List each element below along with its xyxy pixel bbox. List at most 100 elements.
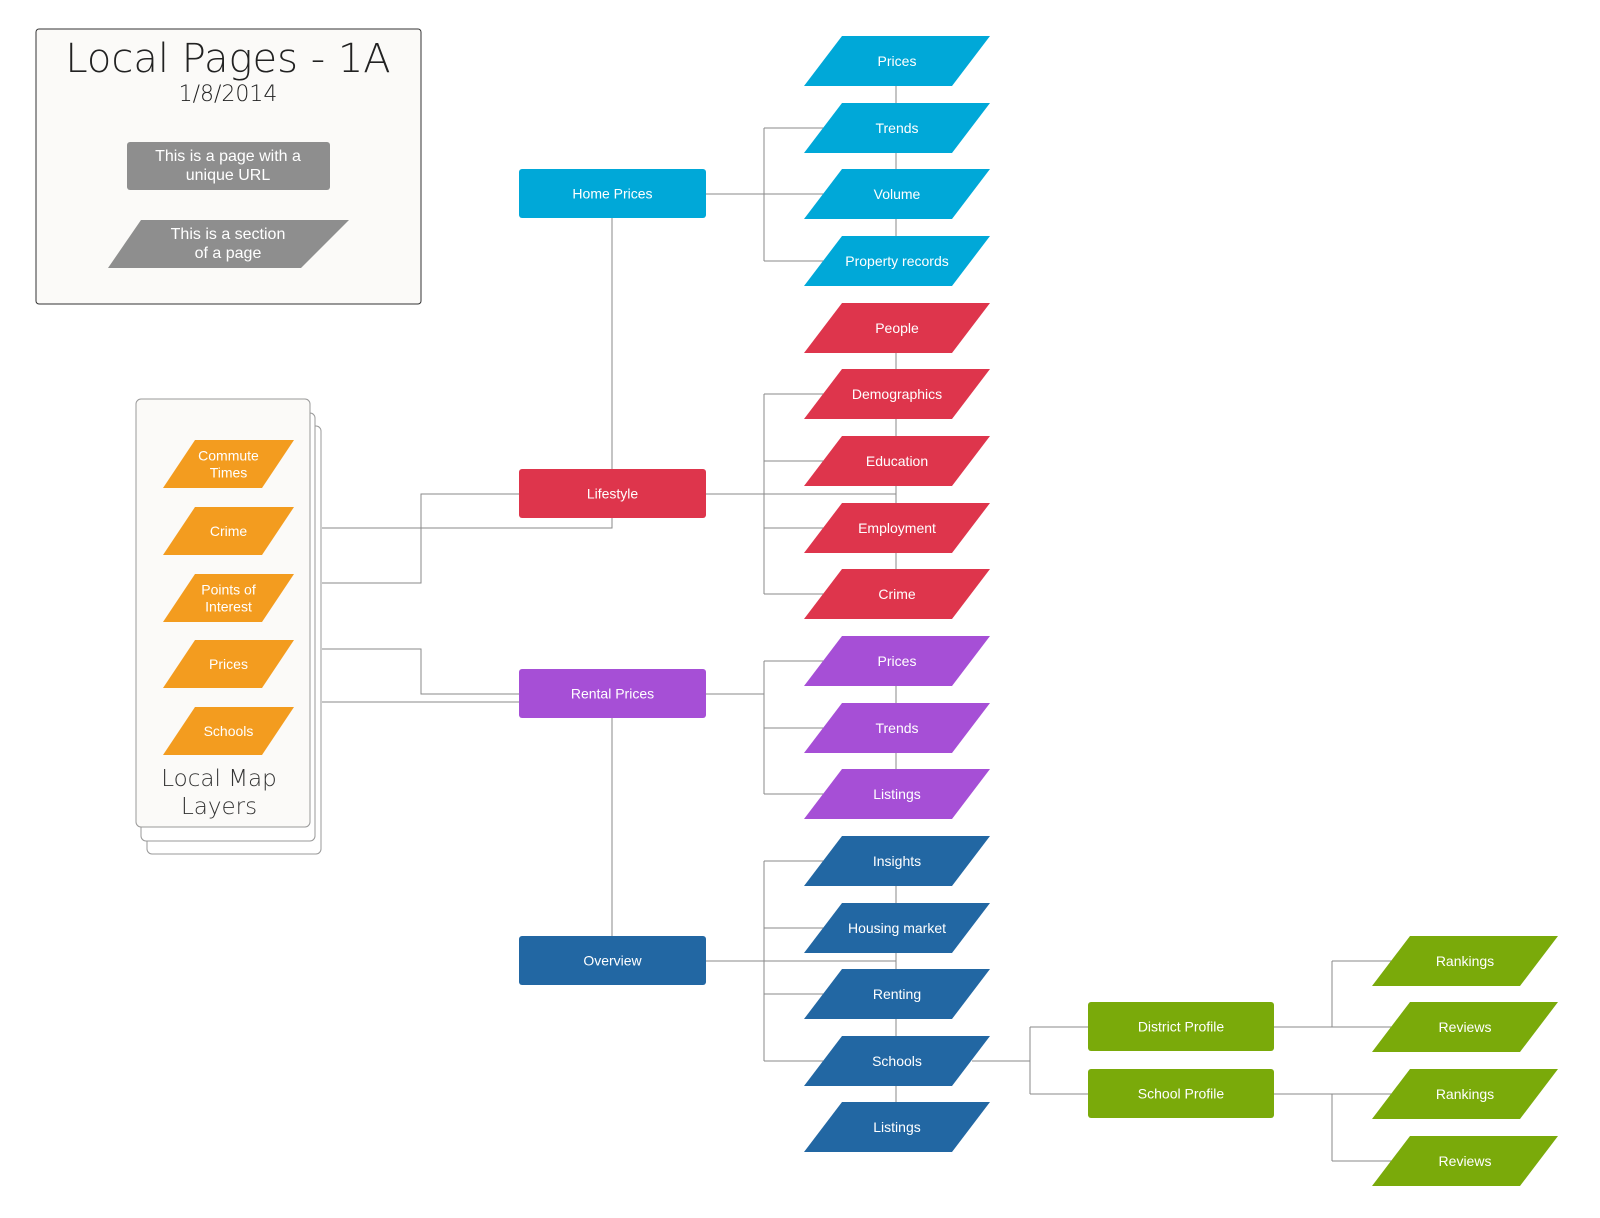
map-layer-prices[interactable]: Prices [163, 640, 294, 688]
section-node-shape [1372, 936, 1558, 986]
section-node-label: Reviews [1439, 1019, 1492, 1035]
page-node-shape [519, 469, 706, 518]
section-node-label: Schools [204, 723, 254, 739]
section-node-label: People [875, 320, 919, 336]
page-node-shape [519, 669, 706, 718]
section-node-label: Education [866, 453, 928, 469]
legend-title: Local Pages - 1A [65, 36, 390, 82]
page-node-label: Home Prices [572, 186, 652, 202]
section-district-profile-rankings[interactable]: Rankings [1372, 936, 1558, 986]
section-home-prices-trends[interactable]: Trends [804, 103, 990, 153]
section-node-shape [804, 769, 990, 819]
section-lifestyle-demographics[interactable]: Demographics [804, 369, 990, 419]
page-overview[interactable]: Overview [519, 936, 706, 985]
section-node-shape [163, 707, 294, 755]
section-node-label: Listings [873, 786, 920, 802]
section-node-shape [1372, 1069, 1558, 1119]
section-node-shape [804, 36, 990, 86]
section-node-label: Employment [858, 520, 936, 536]
section-lifestyle-crime[interactable]: Crime [804, 569, 990, 619]
section-rental-prices-listings[interactable]: Listings [804, 769, 990, 819]
section-node-label: Prices [209, 656, 248, 672]
section-node-shape [1372, 1002, 1558, 1052]
page-lifestyle[interactable]: Lifestyle [519, 469, 706, 518]
map-layer-crime[interactable]: Crime [163, 507, 294, 555]
section-node-label: Trends [875, 120, 918, 136]
section-node-label: Insights [873, 853, 921, 869]
section-node-label: Rankings [1436, 1086, 1494, 1102]
section-node-label: Listings [873, 1119, 920, 1135]
page-rental-prices[interactable]: Rental Prices [519, 669, 706, 718]
section-node-shape [804, 903, 990, 953]
section-overview-renting[interactable]: Renting [804, 969, 990, 1019]
page-node-shape [1088, 1069, 1274, 1118]
section-district-profile-reviews[interactable]: Reviews [1372, 1002, 1558, 1052]
page-node-shape [519, 936, 706, 985]
section-node-label: Prices [878, 653, 917, 669]
section-node-label: Trends [875, 720, 918, 736]
page-node-label: Overview [583, 953, 642, 969]
section-node-shape [804, 636, 990, 686]
section-node-shape [163, 574, 294, 622]
section-node-label: Renting [873, 986, 921, 1002]
map-layer-schools[interactable]: Schools [163, 707, 294, 755]
section-node-label: Prices [878, 53, 917, 69]
section-node-shape [804, 836, 990, 886]
section-node-label: Crime [210, 523, 248, 539]
section-home-prices-volume[interactable]: Volume [804, 169, 990, 219]
section-lifestyle-employment[interactable]: Employment [804, 503, 990, 553]
section-node-shape [804, 436, 990, 486]
section-node-label: Property records [845, 253, 948, 269]
section-node-shape [804, 503, 990, 553]
section-node-label: Crime [878, 586, 916, 602]
page-school-profile[interactable]: School Profile [1088, 1069, 1274, 1118]
page-district-profile[interactable]: District Profile [1088, 1002, 1274, 1051]
section-overview-listings[interactable]: Listings [804, 1102, 990, 1152]
page-node-label: Lifestyle [587, 486, 639, 502]
page-home-prices[interactable]: Home Prices [519, 169, 706, 218]
section-home-prices-prices[interactable]: Prices [804, 36, 990, 86]
page-node-label: Rental Prices [571, 686, 654, 702]
section-node-label: Reviews [1439, 1153, 1492, 1169]
connector-line [322, 493, 519, 584]
section-lifestyle-education[interactable]: Education [804, 436, 990, 486]
section-node-shape [804, 569, 990, 619]
section-rental-prices-trends[interactable]: Trends [804, 703, 990, 753]
connector-line [322, 648, 519, 695]
section-node-shape [804, 169, 990, 219]
page-node-label: School Profile [1138, 1086, 1225, 1102]
section-node-shape [804, 703, 990, 753]
section-node-label: Rankings [1436, 953, 1494, 969]
section-node-shape [163, 640, 294, 688]
section-overview-schools[interactable]: Schools [804, 1036, 990, 1086]
section-home-prices-property-records[interactable]: Property records [804, 236, 990, 286]
section-school-profile-rankings[interactable]: Rankings [1372, 1069, 1558, 1119]
section-node-shape [804, 969, 990, 1019]
section-node-shape [804, 1036, 990, 1086]
section-node-shape [804, 303, 990, 353]
section-node-label: Demographics [852, 386, 942, 402]
section-overview-insights[interactable]: Insights [804, 836, 990, 886]
section-node-shape [804, 103, 990, 153]
section-lifestyle-people[interactable]: People [804, 303, 990, 353]
section-school-profile-reviews[interactable]: Reviews [1372, 1136, 1558, 1186]
section-node-shape [163, 507, 294, 555]
section-rental-prices-prices[interactable]: Prices [804, 636, 990, 686]
legend-page-shape [127, 142, 330, 190]
section-overview-housing-market[interactable]: Housing market [804, 903, 990, 953]
legend-section-shape [108, 220, 349, 268]
section-node-shape [804, 236, 990, 286]
page-node-label: District Profile [1138, 1019, 1225, 1035]
legend-date: 1/8/2014 [179, 82, 278, 107]
